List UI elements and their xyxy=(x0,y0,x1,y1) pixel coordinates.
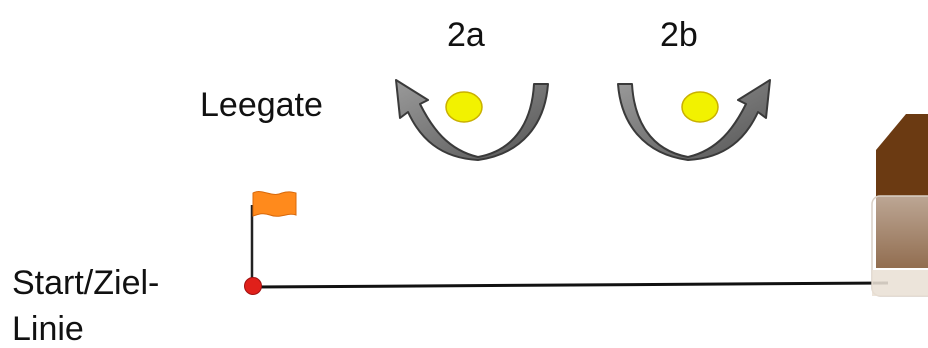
start-finish-line xyxy=(253,281,889,289)
gate-2a-label: 2a xyxy=(447,16,485,54)
gate-2b xyxy=(617,79,771,161)
clockwise-arrow-icon xyxy=(617,79,771,161)
start-buoy-icon xyxy=(244,277,262,295)
leegate-label: Leegate xyxy=(200,86,323,124)
start-finish-label-line1: Start/Ziel- xyxy=(12,264,160,302)
buoy-icon xyxy=(445,91,483,123)
gate-2b-label: 2b xyxy=(660,16,698,54)
committee-boat-icon xyxy=(871,114,928,297)
flag-icon xyxy=(250,191,297,286)
counterclockwise-arrow-icon xyxy=(395,79,549,161)
buoy-icon xyxy=(681,91,719,123)
gate-2a xyxy=(395,79,549,161)
start-finish-label-line2: Linie xyxy=(12,310,84,348)
